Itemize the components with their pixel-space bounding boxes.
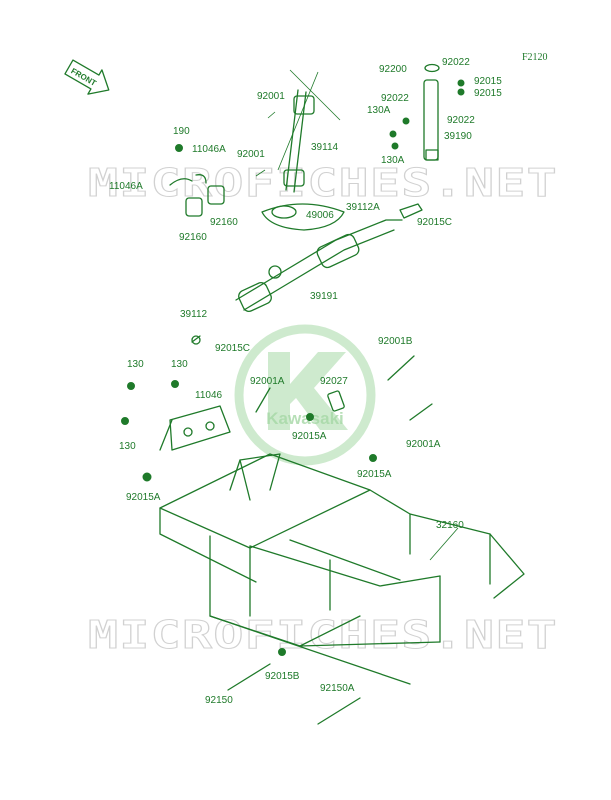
part-label: 92200 [379,64,407,75]
steering-rack [191,203,423,345]
part-label: 92001B [378,336,413,347]
part-label: 130A [381,155,405,166]
part-label: 39191 [310,291,338,302]
part-label: 11046A [109,181,143,192]
front-arrow-icon: FRONT [64,59,110,95]
part-label: 39112A [346,202,380,213]
bolts [227,355,433,725]
logo-text: Kawasaki [266,409,344,428]
part-label: 92001A [406,439,441,450]
part-label: 92160 [210,217,238,228]
bracket-hardware [169,111,276,217]
part-label: 92150A [320,683,355,694]
part-label: 92022 [442,57,470,68]
kawasaki-logo-watermark: Kawasaki [234,324,376,466]
part-label: 92001 [237,149,265,160]
part-label: 92015C [215,343,250,354]
part-label: 92015C [417,217,452,228]
part-label: 92001A [250,376,285,387]
part-label: 11046 [195,390,223,401]
part-label: 92015 [474,76,502,87]
part-label: 39112 [180,309,208,320]
part-label: 130 [127,359,144,370]
part-label: 92015A [292,431,327,442]
mount-bracket [121,380,231,482]
part-label: 92015A [357,469,392,480]
part-label: 92160 [179,232,207,243]
part-label: 92150 [205,695,233,706]
part-label: 130A [367,105,391,116]
part-label: 92015A [126,492,161,503]
part-label: 92027 [320,376,348,387]
steering-shaft [261,69,345,231]
watermark-top: MICROFICHES.NET [88,161,558,205]
part-label: 11046A [192,144,226,155]
main-frame [159,453,525,685]
part-label: 92022 [447,115,475,126]
part-label: 130 [171,359,188,370]
part-label: 92022 [381,93,409,104]
part-label: 39190 [444,131,472,142]
part-label: 32160 [436,520,464,531]
part-label: 49006 [306,210,334,221]
part-label: 92001 [257,91,285,102]
part-label: 92015 [474,88,502,99]
part-label: 190 [173,126,190,137]
steering-column-upper [389,63,465,161]
part-label: 130 [119,441,136,452]
part-label: 39114 [311,142,339,153]
figure-code: F2120 [522,52,548,63]
part-label: 92015B [265,671,300,682]
